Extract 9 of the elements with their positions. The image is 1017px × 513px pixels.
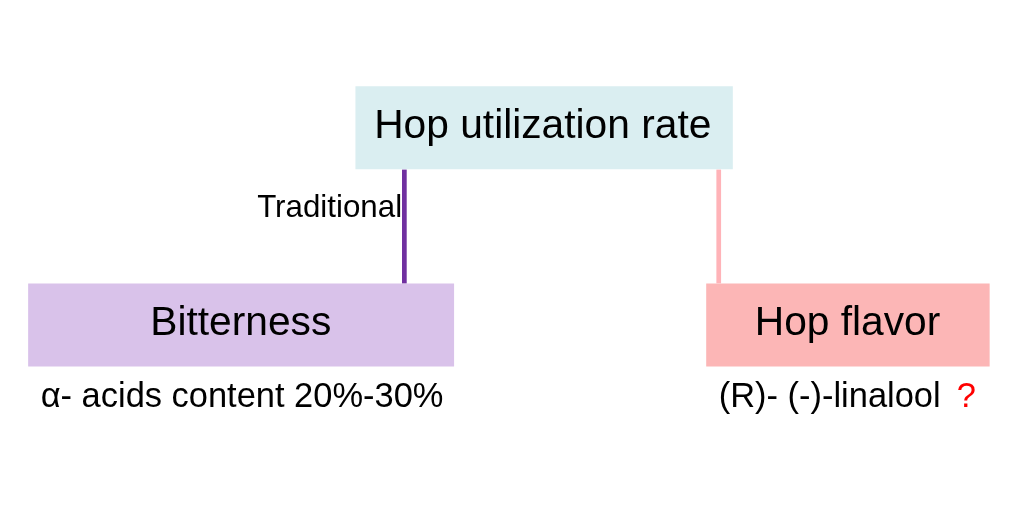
node-label: α- acids content 20%-30% [40,375,444,414]
node-box: Bitterness [28,283,455,367]
node-box: Hop flavor [706,283,990,367]
connector [402,169,407,283]
node-label: (R)- (-)-linalool [718,375,941,414]
connector [716,169,722,283]
node-box: Hop utilization rate [355,85,733,169]
node-label: ? [956,375,976,414]
edge-label: Traditional [257,188,403,224]
